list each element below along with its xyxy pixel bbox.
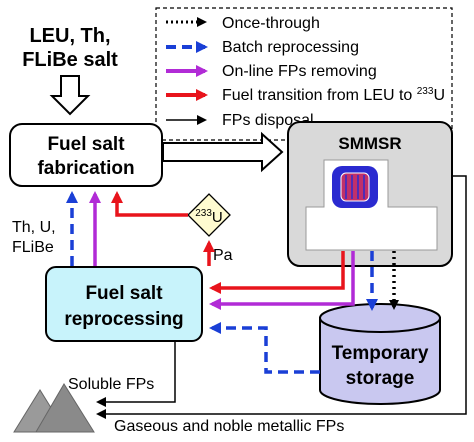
pa-label: Pa bbox=[213, 247, 233, 264]
flow-red-reactor-to-repro bbox=[209, 251, 345, 294]
soluble-fps-label: Soluble FPs bbox=[68, 376, 154, 393]
hollow-right-arrow-icon bbox=[162, 131, 284, 173]
flow-red-u233-to-fab bbox=[111, 191, 188, 217]
fabrication-line2: fabrication bbox=[37, 158, 134, 179]
mountain-disposal-icon bbox=[13, 383, 95, 433]
fabrication-line1: Fuel salt bbox=[47, 134, 125, 155]
u233-diamond bbox=[187, 193, 231, 237]
u233-label: 233U bbox=[195, 208, 223, 226]
flow-online-reactor-to-repro bbox=[209, 251, 355, 310]
legend-label-disposal: FPs disposal bbox=[222, 112, 314, 129]
th-u-flibe-line1: Th, U, bbox=[12, 219, 56, 236]
storage-line1: Temporary bbox=[332, 343, 429, 364]
legend: Once-through Batch reprocessing On-line … bbox=[166, 15, 445, 129]
reprocessing-line2: reprocessing bbox=[64, 309, 183, 330]
th-u-flibe-line2: FLiBe bbox=[12, 239, 54, 256]
reactor-core-icon bbox=[332, 166, 378, 208]
reactor-label: SMMSR bbox=[338, 134, 401, 153]
flow-disposal-gaseous bbox=[96, 175, 467, 419]
inputs-label-line1: LEU, Th, bbox=[29, 25, 110, 47]
gaseous-fps-label: Gaseous and noble metallic FPs bbox=[114, 418, 344, 435]
legend-label-transition: Fuel transition from LEU to 233U bbox=[222, 86, 445, 104]
reprocessing-box bbox=[45, 266, 203, 342]
legend-label-once-through: Once-through bbox=[222, 15, 320, 32]
legend-label-online: On-line FPs removing bbox=[222, 63, 377, 80]
storage-line2: storage bbox=[346, 368, 415, 389]
inputs-label-line2: FLiBe salt bbox=[22, 49, 118, 71]
storage-cylinder bbox=[319, 303, 441, 405]
reprocessing-line1: Fuel salt bbox=[85, 283, 163, 304]
flow-disposal-soluble bbox=[96, 341, 176, 407]
hollow-down-arrow-icon bbox=[49, 75, 91, 116]
legend-label-batch: Batch reprocessing bbox=[222, 39, 359, 56]
flow-batch-storage-to-repro bbox=[209, 322, 320, 374]
